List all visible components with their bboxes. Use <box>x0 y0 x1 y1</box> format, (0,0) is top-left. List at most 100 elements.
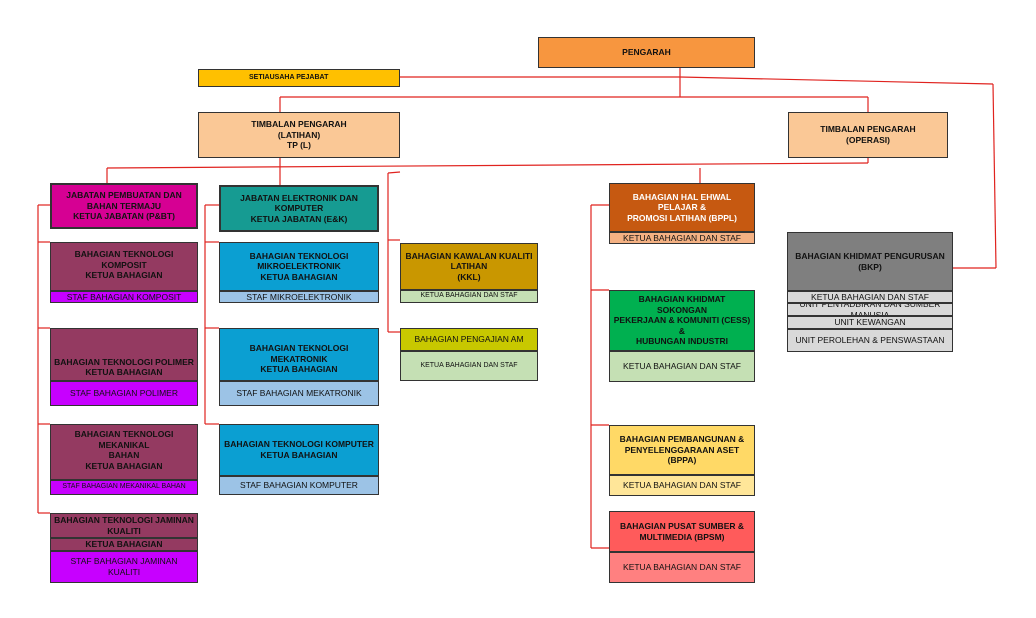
resource-center-box[interactable]: BAHAGIAN PUSAT SUMBER & MULTIMEDIA (BPSM… <box>609 511 755 552</box>
quality-control-line3: (KKL) <box>457 271 481 282</box>
career-services-box[interactable]: BAHAGIAN KHIDMAT SOKONGAN PEKERJAAN & KO… <box>609 290 755 351</box>
quality-control-line1: BAHAGIAN KAWALAN KUALITI <box>405 250 533 261</box>
composite-line2: KETUA BAHAGIAN <box>85 270 163 281</box>
student-affairs-staff[interactable]: KETUA BAHAGIAN DAN STAF <box>609 232 755 244</box>
general-studies-box[interactable]: BAHAGIAN PENGAJIAN AM <box>400 328 538 351</box>
student-affairs-staff-label: KETUA BAHAGIAN DAN STAF <box>623 232 741 243</box>
management-item-label: UNIT KEWANGAN <box>834 317 906 328</box>
resource-center-line2: MULTIMEDIA (BPSM) <box>639 531 725 542</box>
deputy-operations-line2: (OPERASI) <box>846 135 890 145</box>
connector <box>679 76 994 85</box>
resource-center-staff-label: KETUA BAHAGIAN DAN STAF <box>623 562 741 573</box>
quality-tech-box[interactable]: BAHAGIAN TEKNOLOGI JAMINAN KUALITI <box>50 513 198 538</box>
career-services-staff-label: KETUA BAHAGIAN DAN STAF <box>623 361 741 372</box>
dept-electronics-line3: KETUA JABATAN (E&K) <box>250 213 348 224</box>
management-item-head-staff[interactable]: KETUA BAHAGIAN DAN STAF <box>787 291 953 303</box>
polymer-line2: KETUA BAHAGIAN <box>85 367 163 378</box>
management-title: BAHAGIAN KHIDMAT PENGURUSAN (BKP) <box>795 250 945 272</box>
quality-control-staff[interactable]: KETUA BAHAGIAN DAN STAF <box>400 290 538 303</box>
composite-box[interactable]: BAHAGIAN TEKNOLOGI KOMPOSIT KETUA BAHAGI… <box>50 242 198 291</box>
dept-manufacturing-box[interactable]: JABATAN PEMBUATAN DAN BAHAN TERMAJU KETU… <box>50 183 198 229</box>
asset-dev-line1: BAHAGIAN PEMBANGUNAN & <box>619 434 745 445</box>
computer-staff-label: STAF BAHAGIAN KOMPUTER <box>240 480 358 491</box>
asset-dev-box[interactable]: BAHAGIAN PEMBANGUNAN & PENYELENGGARAAN A… <box>609 425 755 475</box>
dept-electronics-line2: KOMPUTER <box>274 203 324 214</box>
deputy-training-box[interactable]: TIMBALAN PENGARAH (LATIHAN) TP (L) <box>198 112 400 158</box>
deputy-training-line1: TIMBALAN PENGARAH <box>251 119 347 130</box>
mechatronics-box[interactable]: BAHAGIAN TEKNOLOGI MEKATRONIK KETUA BAHA… <box>219 328 379 381</box>
director-label: PENGARAH <box>622 47 671 58</box>
quality-control-staff-label: KETUA BAHAGIAN DAN STAF <box>420 292 518 300</box>
secretary-box[interactable]: SETIAUSAHA PEJABAT <box>198 69 400 87</box>
deputy-operations-box[interactable]: TIMBALAN PENGARAH (OPERASI) <box>788 112 948 158</box>
management-box[interactable]: BAHAGIAN KHIDMAT PENGURUSAN (BKP) <box>787 232 953 291</box>
computer-box[interactable]: BAHAGIAN TEKNOLOGI KOMPUTER KETUA BAHAGI… <box>219 424 379 476</box>
career-services-line3: HUBUNGAN INDUSTRI <box>635 336 729 347</box>
polymer-box[interactable]: BAHAGIAN TEKNOLOGI POLIMER KETUA BAHAGIA… <box>50 328 198 381</box>
mechatronics-staff[interactable]: STAF BAHAGIAN MEKATRONIK <box>219 381 379 406</box>
deputy-operations-line1: TIMBALAN PENGARAH <box>820 124 916 135</box>
connector <box>106 162 869 169</box>
management-item-label: KETUA BAHAGIAN DAN STAF <box>811 291 929 302</box>
career-services-line1: BAHAGIAN KHIDMAT SOKONGAN <box>638 293 726 315</box>
mechanical-staff-label: STAF BAHAGIAN MEKANIKAL BAHAN <box>62 483 186 491</box>
secretary-label: SETIAUSAHA PEJABAT <box>249 73 329 81</box>
quality-tech-line3: KETUA BAHAGIAN <box>85 539 163 550</box>
mechanical-staff[interactable]: STAF BAHAGIAN MEKANIKAL BAHAN <box>50 480 198 495</box>
resource-center-line1: BAHAGIAN PUSAT SUMBER & <box>619 520 745 531</box>
mechanical-line1: BAHAGIAN TEKNOLOGI MEKANIKAL <box>74 429 174 450</box>
mechanical-line3: KETUA BAHAGIAN <box>85 460 163 471</box>
deputy-training-line3: TP (L) <box>287 140 311 151</box>
microelectronics-box[interactable]: BAHAGIAN TEKNOLOGI MIKROELEKTRONIK KETUA… <box>219 242 379 291</box>
resource-center-staff[interactable]: KETUA BAHAGIAN DAN STAF <box>609 552 755 583</box>
career-services-staff[interactable]: KETUA BAHAGIAN DAN STAF <box>609 351 755 382</box>
student-affairs-box[interactable]: BAHAGIAN HAL EHWAL PELAJAR & PROMOSI LAT… <box>609 183 755 232</box>
quality-tech-line1: BAHAGIAN TEKNOLOGI JAMINAN <box>54 514 194 525</box>
composite-line1: BAHAGIAN TEKNOLOGI KOMPOSIT <box>74 249 174 270</box>
student-affairs-line2: PROMOSI LATIHAN (BPPL) <box>627 212 737 223</box>
dept-manufacturing-line2: BAHAN TERMAJU <box>86 200 162 211</box>
general-studies-staff[interactable]: KETUA BAHAGIAN DAN STAF <box>400 351 538 381</box>
dept-electronics-box[interactable]: JABATAN ELEKTRONIK DAN KOMPUTER KETUA JA… <box>219 185 379 232</box>
quality-control-line2: LATIHAN <box>450 261 488 272</box>
student-affairs-line1: BAHAGIAN HAL EHWAL PELAJAR & <box>632 191 732 213</box>
connector <box>992 83 997 269</box>
mechatronics-line1: BAHAGIAN TEKNOLOGI MEKATRONIK <box>249 343 349 364</box>
composite-staff[interactable]: STAF BAHAGIAN KOMPOSIT <box>50 291 198 303</box>
microelectronics-line1: BAHAGIAN TEKNOLOGI <box>249 250 349 261</box>
general-studies-staff-label: KETUA BAHAGIAN DAN STAF <box>420 361 518 369</box>
composite-staff-label: STAF BAHAGIAN KOMPOSIT <box>66 291 182 302</box>
polymer-line1: BAHAGIAN TEKNOLOGI POLIMER <box>54 356 194 367</box>
dept-manufacturing-line3: KETUA JABATAN (P&BT) <box>73 211 175 222</box>
connector <box>387 171 401 174</box>
quality-control-box[interactable]: BAHAGIAN KAWALAN KUALITI LATIHAN (KKL) <box>400 243 538 290</box>
quality-tech-staff[interactable]: STAF BAHAGIAN JAMINAN KUALITI <box>50 551 198 583</box>
microelectronics-line3: KETUA BAHAGIAN <box>260 271 338 282</box>
computer-line2: KETUA BAHAGIAN <box>260 450 338 460</box>
management-item-admin-hr[interactable]: UNIT PENTADBIRAN DAN SUMBER MANUSIA <box>787 303 953 316</box>
computer-staff[interactable]: STAF BAHAGIAN KOMPUTER <box>219 476 379 495</box>
mechatronics-line2: KETUA BAHAGIAN <box>260 364 338 375</box>
asset-dev-line2: PENYELENGGARAAN ASET (BPPA) <box>624 444 740 466</box>
mechatronics-staff-label: STAF BAHAGIAN MEKATRONIK <box>236 388 362 399</box>
quality-tech-head[interactable]: KETUA BAHAGIAN <box>50 538 198 551</box>
computer-line1: BAHAGIAN TEKNOLOGI KOMPUTER <box>224 439 374 450</box>
management-item-label: UNIT PENTADBIRAN DAN SUMBER MANUSIA <box>799 303 941 316</box>
microelectronics-staff-label: STAF MIKROELEKTRONIK <box>246 291 352 302</box>
management-item-finance[interactable]: UNIT KEWANGAN <box>787 316 953 329</box>
director-box[interactable]: PENGARAH <box>538 37 755 68</box>
career-services-line2: PEKERJAAN & KOMUNITI (CESS) & <box>613 315 751 336</box>
asset-dev-staff-label: KETUA BAHAGIAN DAN STAF <box>623 480 741 491</box>
general-studies-line1: BAHAGIAN PENGAJIAN AM <box>414 334 524 345</box>
microelectronics-line2: MIKROELEKTRONIK <box>257 261 341 272</box>
polymer-staff-label: STAF BAHAGIAN POLIMER <box>69 388 178 399</box>
mechanical-box[interactable]: BAHAGIAN TEKNOLOGI MEKANIKAL BAHAN KETUA… <box>50 424 198 480</box>
management-item-procurement[interactable]: UNIT PEROLEHAN & PENSWASTAAN <box>787 329 953 352</box>
quality-tech-line2: KUALITI <box>107 525 141 536</box>
microelectronics-staff[interactable]: STAF MIKROELEKTRONIK <box>219 291 379 303</box>
quality-tech-staff-label: STAF BAHAGIAN JAMINAN KUALITI <box>70 556 178 577</box>
polymer-staff[interactable]: STAF BAHAGIAN POLIMER <box>50 381 198 406</box>
management-item-label: UNIT PEROLEHAN & PENSWASTAAN <box>795 335 945 346</box>
asset-dev-staff[interactable]: KETUA BAHAGIAN DAN STAF <box>609 475 755 496</box>
